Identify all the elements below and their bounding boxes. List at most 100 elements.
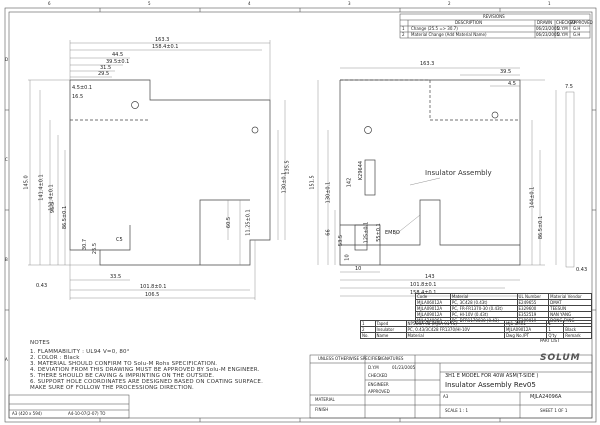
material-label: MATERIAL	[315, 397, 335, 402]
rev-row2-drawn: D.Y.M	[557, 32, 568, 37]
sheet-size-label: A3 (420 x 594)	[12, 411, 42, 416]
dim-right-130: 130±0.1	[325, 181, 332, 204]
part-header-qty: Q'ty	[546, 332, 565, 339]
rev-row2-date: 06/23/2005	[536, 32, 560, 37]
dim-left-29: 29.5	[98, 71, 110, 77]
dim-left-60-5: 60.5	[226, 216, 233, 229]
rev-header-drawn: DRAWN	[537, 20, 553, 25]
dim-right-4-5: 4.5	[508, 81, 516, 87]
part-header-name: Name	[374, 332, 407, 339]
revisions-title: REVISIONS	[483, 14, 505, 19]
ruler-side-b: B	[5, 257, 8, 262]
drawing-title: Insulator Assembly Rev05	[445, 381, 536, 389]
tolerance-title: UNLESS OTHERWISE SPECIFIED	[318, 356, 381, 361]
part-number-imprint: K29644	[358, 160, 365, 181]
notes-title: NOTES	[30, 340, 50, 346]
dim-left-44: 44.5	[112, 52, 124, 58]
dim-left-101: 101.8±0.1	[140, 284, 167, 290]
size-cell: A3	[443, 394, 449, 399]
dim-left-4-5: 4.5±0.1	[72, 85, 93, 91]
embo-label: EMBO	[385, 230, 400, 236]
dim-right-144: 144±0.1	[529, 186, 536, 209]
dim-right-55: 55±0.1	[375, 223, 382, 242]
dim-left-135: 135.5	[284, 160, 291, 175]
rev-row1-mark: 1	[402, 26, 405, 31]
dim-right-10: 10	[355, 266, 362, 272]
note-6: 6. SUPPORT HOLE COORDINATES ARE DESIGNED…	[30, 379, 264, 385]
note-2: 2. COLOR : Black	[30, 355, 80, 361]
sheet-cell: SHEET 1 OF 1	[540, 408, 568, 413]
drawn-date: 01/23/2005	[392, 365, 416, 370]
note-3: 3. MATERIAL SHOULD CONFIRM TO Solu-M Roh…	[30, 361, 218, 367]
table-row: 1 Taped NPSOSA 98 (MJVA 91 FS) MJ1-3MR1 …	[360, 320, 592, 327]
part-header-remark: Remark	[563, 332, 592, 339]
dim-right-7-5: 7.5	[565, 84, 573, 90]
model-line: 3H1 E MODEL FOR 40W ASM(T-SIDE )	[445, 373, 539, 379]
finish-label: FINISH	[315, 407, 329, 412]
outer-frame	[4, 7, 597, 423]
dim-left-95: 95.5	[50, 201, 57, 214]
insulator-assembly-callout: Insulator Assembly	[425, 169, 492, 177]
ruler-top-1: 1	[548, 1, 551, 6]
ruler-top-2: 2	[448, 1, 451, 6]
dim-right-101: 101.8±0.1	[410, 282, 437, 288]
dim-left-141: 141.4±0.1	[38, 174, 45, 201]
dim-left-16-5: 16.5	[72, 94, 84, 100]
rev-header-checked: CHECKED	[556, 20, 576, 25]
rev-row2-mark: 2	[402, 32, 405, 37]
rev-row1-date: 06/23/2005	[536, 26, 560, 31]
inner-frame	[8, 11, 593, 419]
part-list-header-row: No. Name Material Dwg No./PT Q'ty Remark	[360, 332, 592, 339]
part-list-table: 1 Taped NPSOSA 98 (MJVA 91 FS) MJ1-3MR1 …	[360, 320, 592, 339]
ruler-top-4: 4	[248, 1, 251, 6]
dim-right-66: 66	[325, 229, 332, 236]
rev-header-approved: APPROVED	[571, 20, 593, 25]
dim-right-151: 151.5	[309, 175, 316, 190]
dim-left-106: 106.5	[145, 292, 160, 298]
part-header-material: Material	[405, 332, 505, 339]
file-reference: A4-10-07(2-07) TO	[68, 411, 106, 416]
left-view-outline	[69, 79, 271, 266]
left-view-dimlines	[28, 40, 286, 300]
scale-cell: SCALE 1 : 1	[445, 408, 469, 413]
rev-row1-drawn: D.Y.M	[557, 26, 568, 31]
notes-block: NOTES 1. FLAMMABILITY : UL94 V=0, 80° 2.…	[30, 340, 263, 391]
dim-left-width-tol: 158.4±0.1	[152, 44, 179, 50]
dim-right-143: 143	[425, 274, 435, 280]
dim-right-overall-width: 163.3	[420, 61, 435, 67]
part-list-title: PART LIST	[540, 338, 560, 343]
ruler-side-d: D	[5, 57, 9, 62]
rev-header-desc: DESCRIPTION	[455, 20, 483, 25]
dim-left-145: 145.0	[23, 175, 30, 190]
note-6b: MAKE SURE OF FOLLOW THE PROCESSIONG DIRE…	[30, 385, 195, 391]
dim-left-39: 39.5±0.1	[106, 59, 130, 65]
engineer-label: ENGINEER	[368, 382, 389, 387]
dim-left-30-7: 30.7	[82, 238, 89, 251]
checked-label: CHECKED	[368, 373, 388, 378]
dim-right-86: 86.5±0.1	[538, 215, 545, 240]
dim-left-86: 86.5±0.1	[62, 205, 69, 230]
note-5: 5. THERE SHOULD BE CAVING & IMPRINTING O…	[30, 373, 215, 379]
rev-row2-desc: Material Change (Add Material Name)	[411, 32, 487, 37]
rev-row1-desc: Change (25.5 => 30.7)	[411, 26, 458, 31]
part-header-dwg: Dwg No./PT	[503, 332, 548, 339]
approved-label: APPROVED	[368, 389, 390, 394]
revision-block-lines	[399, 13, 591, 39]
label-c5: C5	[116, 237, 123, 243]
ruler-top-6: 6	[48, 1, 51, 6]
dim-left-11-25: 11.25±0.1	[245, 209, 252, 236]
dim-left-thickness: 0.43	[36, 283, 48, 289]
dim-left-130: 130±0.1	[281, 171, 288, 194]
part-header-no: No.	[360, 332, 376, 339]
rev-row2-chk: G.H	[573, 32, 581, 37]
ruler-top-5: 5	[148, 1, 151, 6]
ruler-top-3: 3	[348, 1, 351, 6]
table-row: MJLA09012A PC, FR-FR1370-30 (0.43t) E329…	[415, 305, 592, 312]
dim-right-142: 142	[346, 177, 353, 188]
right-view-dimlines	[317, 67, 575, 297]
note-1: 1. FLAMMABILITY : UL94 V=0, 80°	[30, 349, 130, 355]
dim-left-overall-width: 163.3	[155, 37, 170, 43]
dim-left-33: 33.5	[110, 274, 122, 280]
rev-row1-chk: G.H	[573, 26, 581, 31]
